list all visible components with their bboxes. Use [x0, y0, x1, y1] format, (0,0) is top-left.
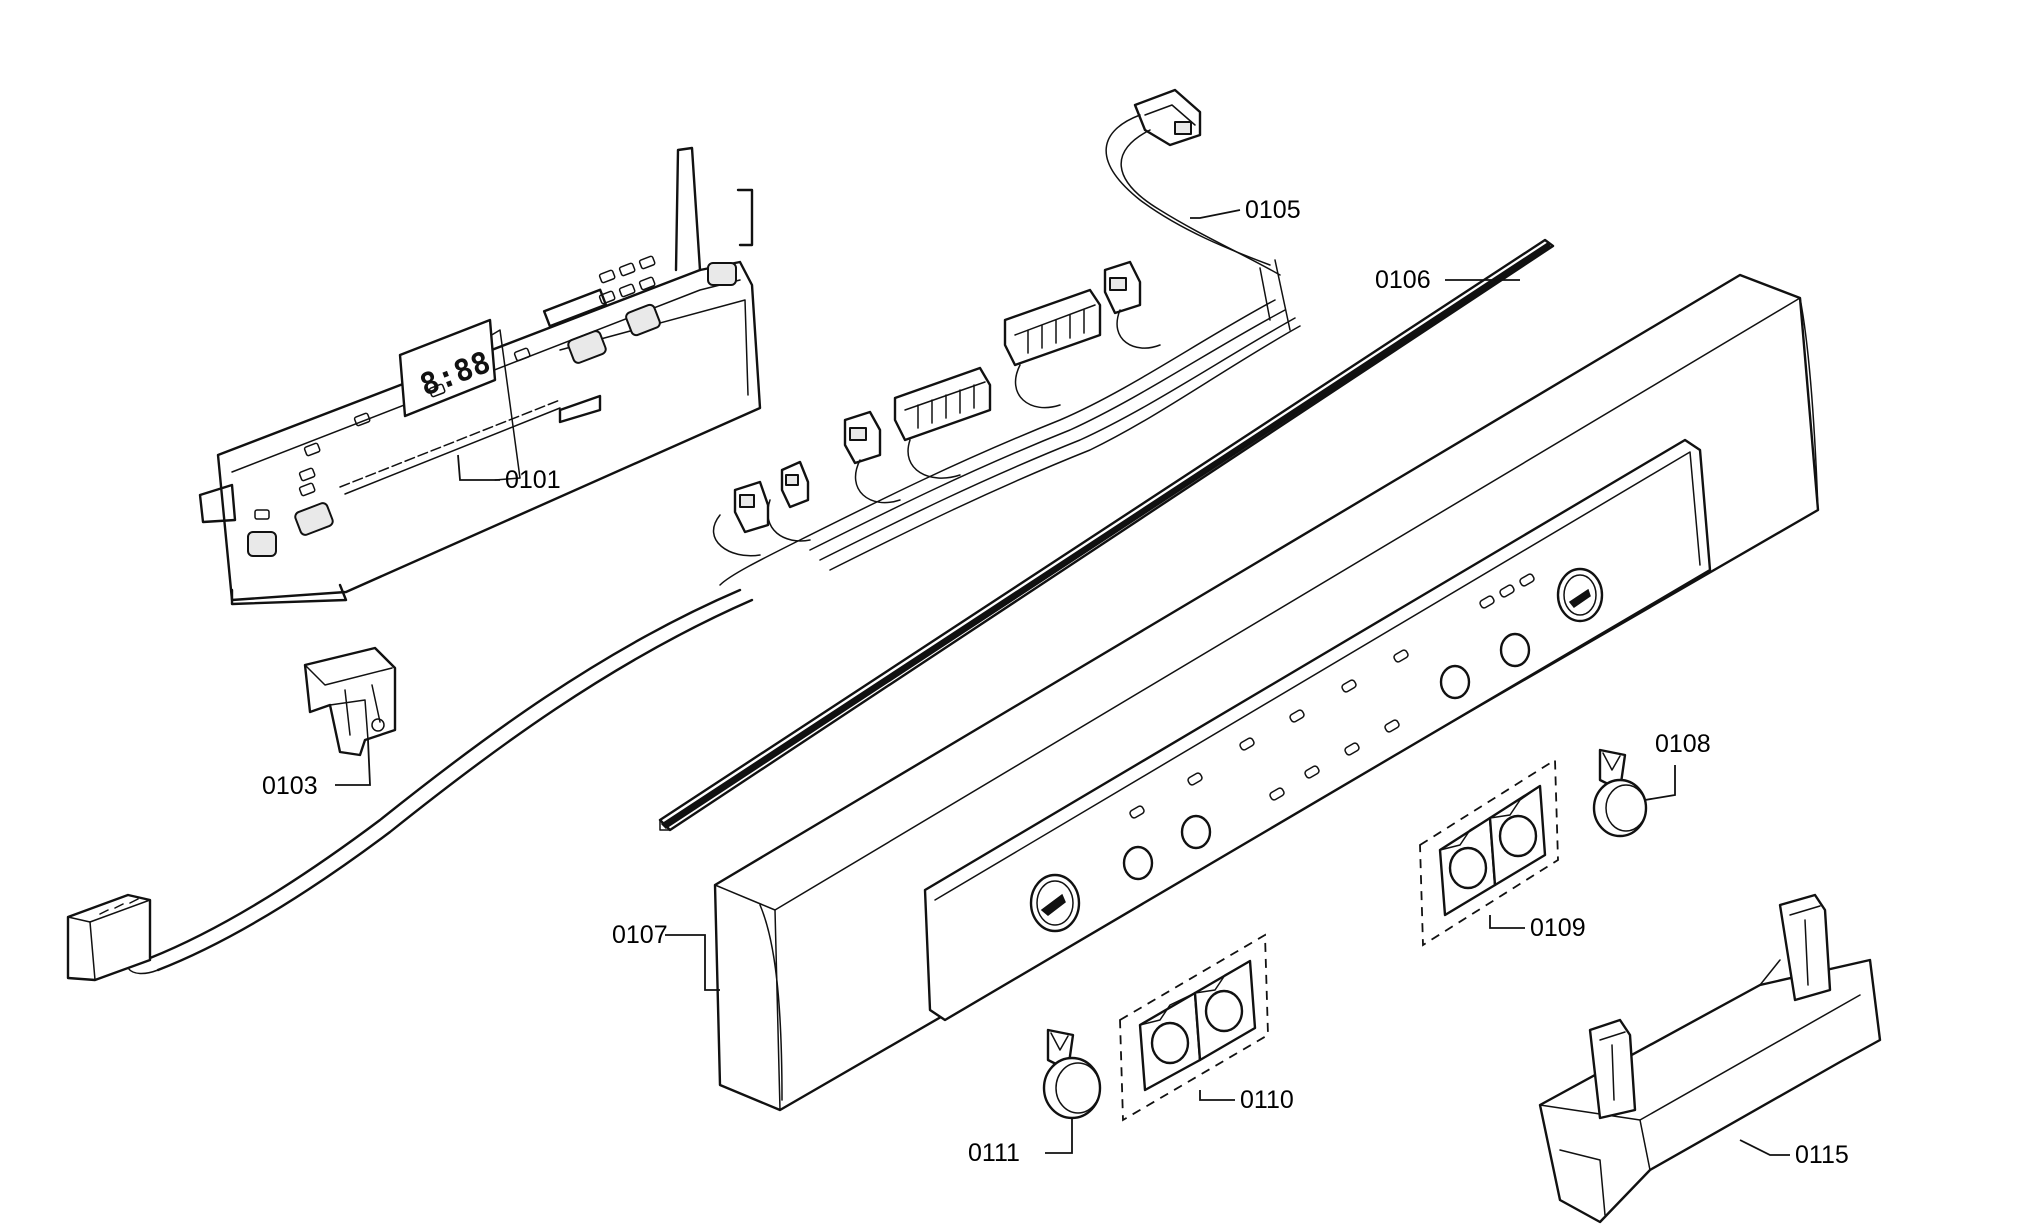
label-0103: 0103 — [262, 772, 318, 800]
harness-connector-top — [1133, 88, 1202, 147]
label-0106: 0106 — [1375, 266, 1431, 294]
harness-connector-6 — [1103, 260, 1142, 315]
switch-bracket-0103 — [303, 646, 397, 757]
label-0109: 0109 — [1530, 914, 1586, 942]
harness-connector-3 — [843, 410, 882, 465]
label-0107: 0107 — [612, 921, 668, 949]
wire-harness-0105 — [66, 88, 1301, 982]
label-0108: 0108 — [1655, 730, 1711, 758]
leader-lines — [335, 209, 1790, 1156]
seal-strip-0106 — [658, 238, 1555, 832]
label-0101: 0101 — [505, 466, 561, 494]
knob-0108 — [1592, 748, 1648, 838]
harness-connector-left — [66, 893, 152, 982]
front-panel-0107 — [713, 273, 1820, 1112]
part-labels: 0101 0103 0105 0106 0107 0108 0109 0110 … — [262, 196, 1849, 1169]
label-0111: 0111 — [968, 1139, 1020, 1167]
harness-connector-1 — [733, 480, 770, 534]
end-bracket-0115 — [1538, 893, 1882, 1224]
label-0115: 0115 — [1795, 1141, 1849, 1169]
harness-connector-4 — [893, 366, 992, 442]
label-0105: 0105 — [1245, 196, 1301, 224]
harness-connector-5 — [1003, 288, 1102, 367]
button-pair-0110 — [1119, 933, 1269, 1122]
label-0110: 0110 — [1240, 1086, 1294, 1114]
control-board-0101: 8:88 — [198, 146, 762, 606]
harness-connector-2 — [780, 460, 810, 509]
knob-0111 — [1042, 1028, 1102, 1120]
button-pair-0109 — [1419, 758, 1559, 947]
